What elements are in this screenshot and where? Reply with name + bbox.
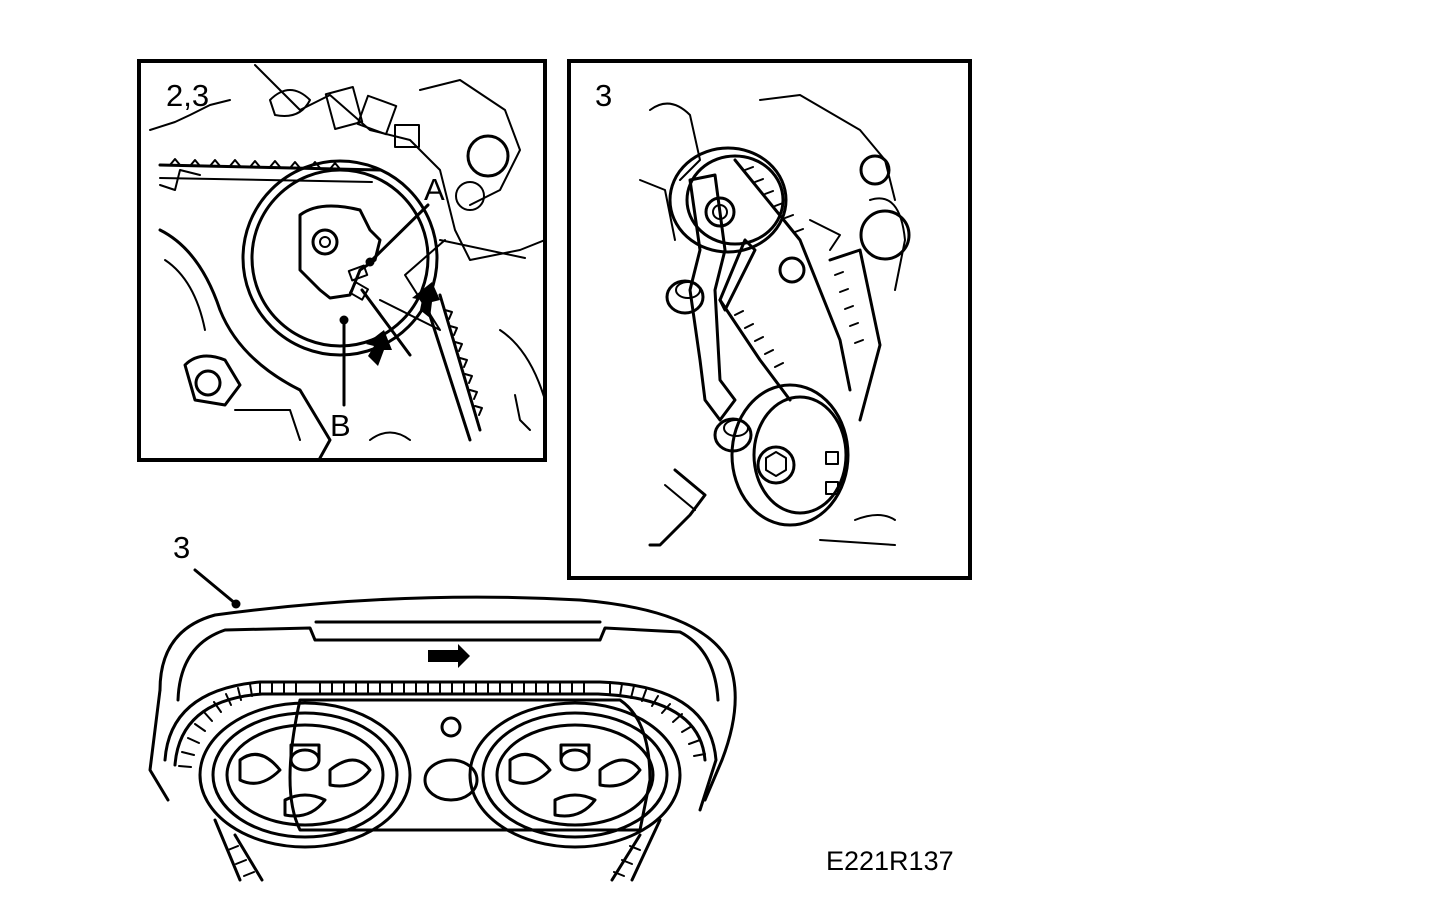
panel-tensioner-detail: 2,3 A B (137, 59, 547, 462)
panel-belt-cover: 3 (148, 530, 737, 882)
panel-label: 3 (173, 530, 190, 565)
panel-label: 2,3 (166, 78, 209, 113)
callout-a-label: A (424, 172, 445, 207)
figure-reference-code: E221R137 (826, 846, 954, 876)
panel-tensioner-tool: 3 (567, 59, 972, 580)
panel-label: 3 (595, 78, 612, 113)
callout-b-label: B (330, 408, 351, 443)
